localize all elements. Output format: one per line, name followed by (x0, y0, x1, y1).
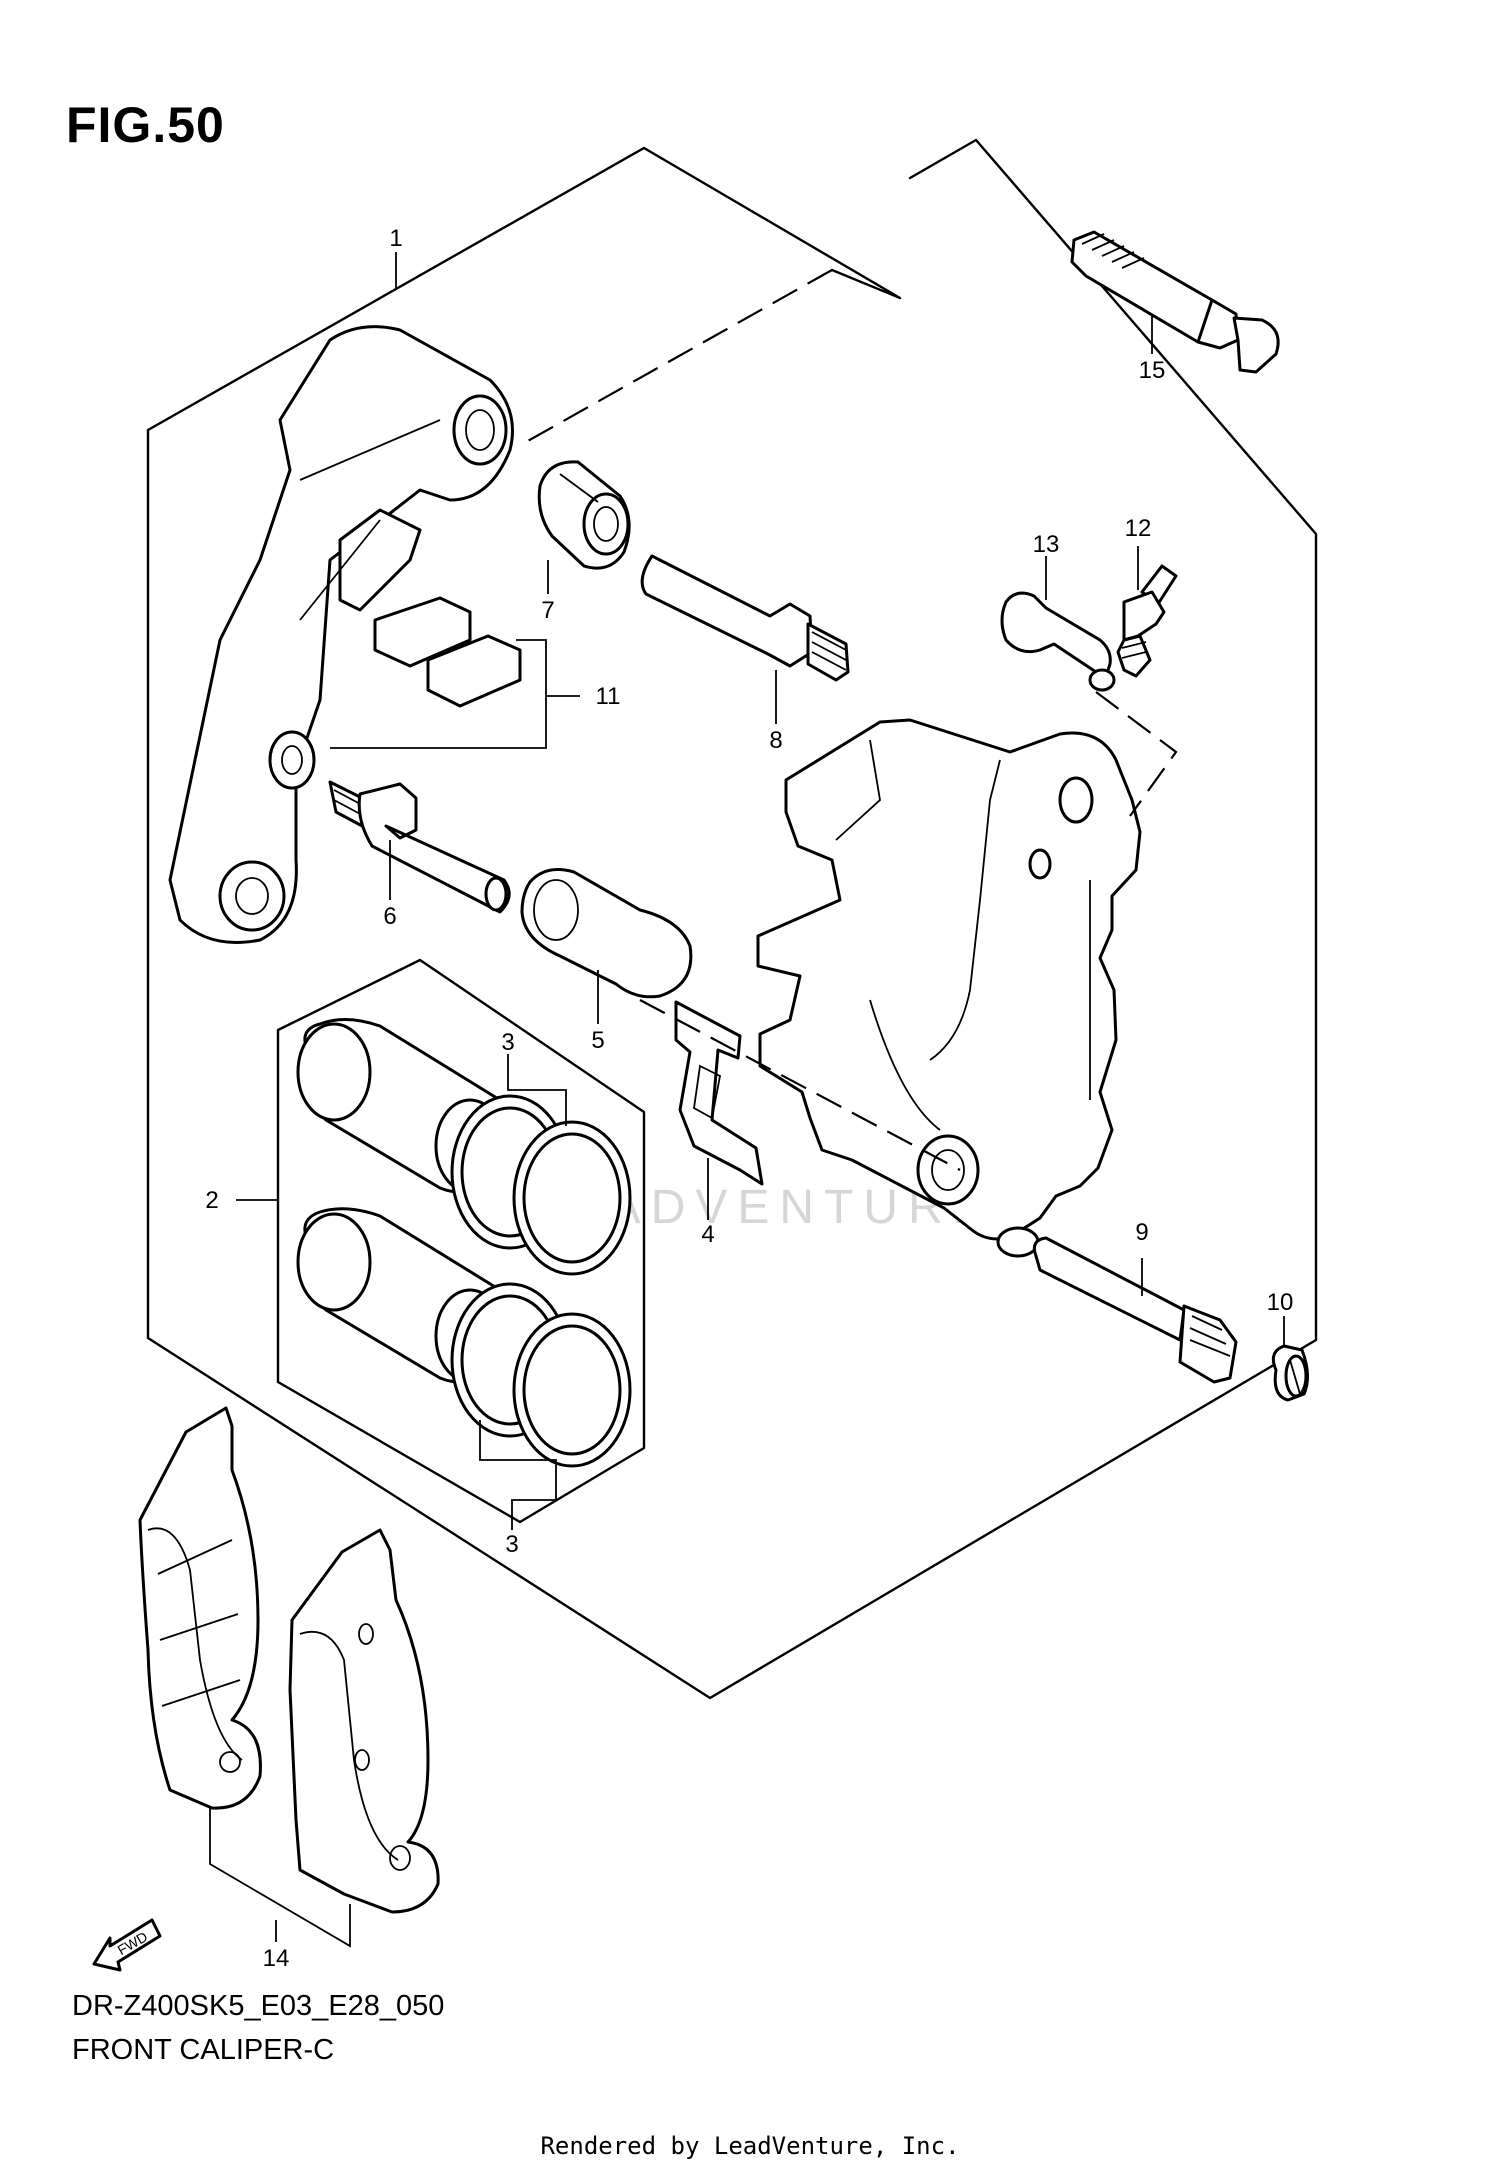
model-code: DR-Z400SK5_E03_E28_050 (72, 1990, 445, 2022)
fwd-arrow-icon: FWD (92, 1918, 162, 1972)
caliper-body (639, 718, 1142, 1258)
caliper-bracket (168, 325, 514, 944)
assembly-outline (146, 138, 1318, 1700)
callout-11: 11 (596, 683, 621, 710)
boot-lower (520, 868, 693, 999)
diagram-caption: FRONT CALIPER-C (72, 2034, 335, 2066)
callout-1: 1 (389, 225, 402, 252)
cap-plug (1271, 1344, 1309, 1402)
callout-6: 6 (383, 903, 396, 930)
callout-14: 14 (263, 1945, 290, 1972)
piston-subassembly-box (276, 958, 646, 1524)
callout-2: 2 (205, 1187, 218, 1214)
slide-pin-right (1032, 1236, 1238, 1384)
seal-bracket-lower (479, 1420, 557, 1520)
seal-bracket-upper (507, 1066, 567, 1126)
callout-13: 13 (1033, 531, 1060, 558)
callout-9: 9 (1135, 1219, 1148, 1246)
slide-pin-lower (328, 780, 511, 914)
mounting-bolt (1070, 230, 1280, 374)
callout-8: 8 (769, 727, 782, 754)
render-credit: Rendered by LeadVenture, Inc. (540, 2132, 960, 2160)
callout-numbers: 1 2 3 3 4 5 6 7 8 9 10 11 12 13 14 15 (205, 225, 1293, 1972)
callout-3-upper: 3 (501, 1029, 514, 1056)
seal-lower-2 (512, 1312, 632, 1468)
callout-5: 5 (591, 1027, 604, 1054)
slide-pin-upper (640, 554, 850, 682)
brake-pad-inner (288, 1528, 440, 1914)
seal-upper-2 (512, 1120, 632, 1276)
leader-lines (236, 252, 1285, 1942)
bleeder-cap (1000, 591, 1178, 817)
callout-7: 7 (541, 597, 554, 624)
callout-3-lower: 3 (505, 1531, 518, 1558)
callout-15: 15 (1139, 357, 1166, 384)
callout-10: 10 (1267, 1289, 1294, 1316)
callout-12: 12 (1125, 515, 1152, 542)
pad-group-bracket (209, 1808, 351, 1948)
figure-title: FIG.50 (66, 97, 225, 153)
pad-retainer (674, 1000, 764, 1186)
callout-4: 4 (701, 1221, 714, 1248)
pad-spring (330, 596, 547, 749)
brake-pad-outer (138, 1406, 262, 1810)
boot (537, 460, 631, 570)
bleeder-valve (1116, 564, 1178, 678)
